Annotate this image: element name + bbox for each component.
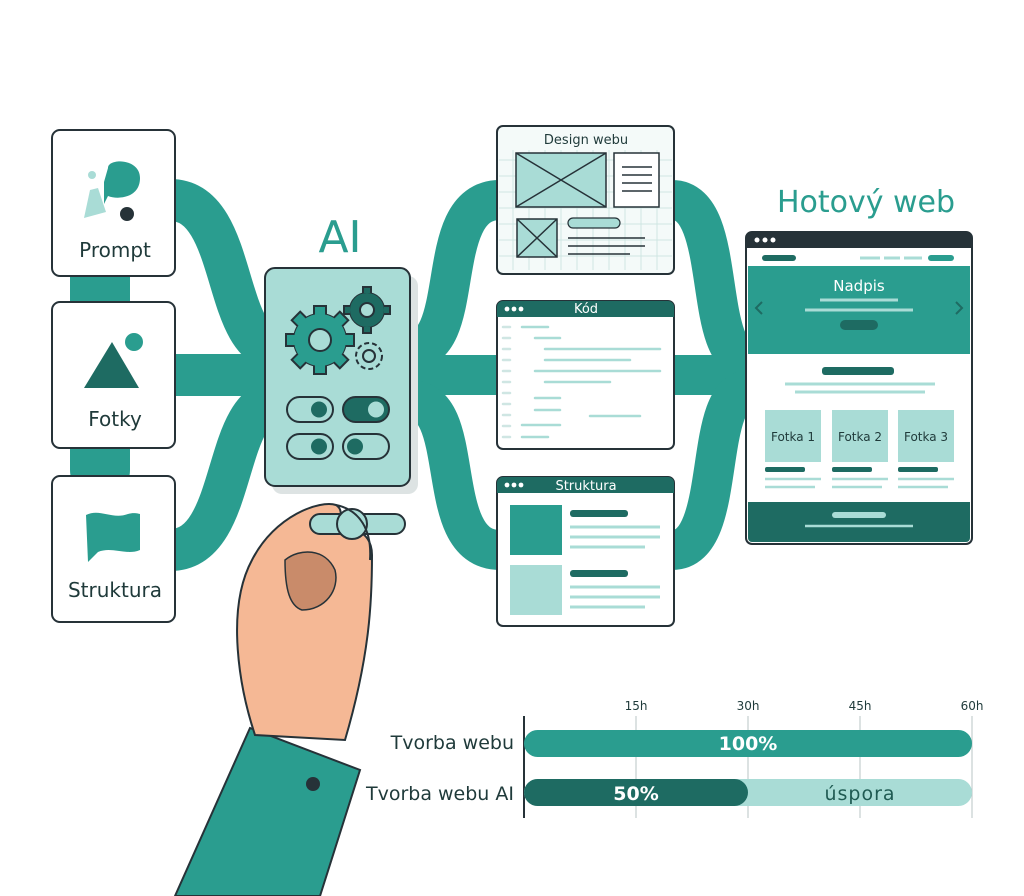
bar-row-1: Tvorba webu 100% <box>390 730 972 757</box>
flag-icon <box>86 512 140 562</box>
ribbon-prompt-to-ai <box>149 179 301 371</box>
output-window-design: Design webu <box>496 125 675 275</box>
result-title: Hotový web <box>777 185 955 220</box>
ai-device <box>264 267 418 494</box>
output-window-structure: Struktura <box>496 476 675 627</box>
photo-label-3: Fotka 3 <box>904 430 948 444</box>
ribbon-structure-to-web <box>652 370 770 570</box>
gears-icon <box>285 286 391 375</box>
bar-ai-value: 50% <box>613 783 658 805</box>
bar-ai <box>524 779 748 806</box>
code-lines <box>501 325 662 439</box>
bar-saving-label: úspora <box>824 783 895 805</box>
tick-label: 60h <box>961 699 984 713</box>
input-label-prompt: Prompt <box>79 238 151 262</box>
hero-heading: Nadpis <box>833 277 885 295</box>
input-card-prompt: Prompt <box>51 129 176 277</box>
carousel-next-icon[interactable] <box>955 301 964 315</box>
chat-bubble-icon <box>84 161 140 221</box>
photo-label-2: Fotka 2 <box>838 430 882 444</box>
output-window-code: Kód <box>496 300 675 450</box>
photo-card-1: Fotka 1 <box>765 410 821 489</box>
finished-website-window: Nadpis Fotka 1 Fotka 2 Fotka 3 <box>745 231 973 545</box>
bar-row-2: Tvorba webu AI 50% úspora <box>365 779 972 806</box>
tick-label: 15h <box>625 699 648 713</box>
input-label-photos: Fotky <box>88 407 142 431</box>
output-title-design: Design webu <box>544 133 628 148</box>
hand-illustration <box>173 503 406 896</box>
ribbon-design-to-web <box>652 180 770 380</box>
ribbon-ai-to-design <box>390 180 520 370</box>
input-label-structure: Struktura <box>68 578 162 602</box>
carousel-prev-icon[interactable] <box>754 301 763 315</box>
row-label-1: Tvorba webu <box>390 732 514 754</box>
ribbon-structure-to-ai <box>149 379 301 571</box>
toggle-1[interactable] <box>286 396 334 423</box>
mountain-icon <box>84 333 143 388</box>
input-card-structure: Struktura <box>51 475 176 623</box>
bar-full <box>524 730 972 757</box>
ai-label: AI <box>318 212 361 263</box>
photo-card-3: Fotka 3 <box>898 410 954 489</box>
bar-full-value: 100% <box>719 733 778 755</box>
row-label-2: Tvorba webu AI <box>365 783 514 805</box>
toggle-2[interactable] <box>342 396 390 423</box>
photo-label-1: Fotka 1 <box>771 430 815 444</box>
toggle-3[interactable] <box>286 433 334 460</box>
input-card-photos: Fotky <box>51 301 176 449</box>
toggle-4[interactable] <box>342 433 390 460</box>
output-title-structure: Struktura <box>555 479 616 494</box>
tick-label: 30h <box>737 699 760 713</box>
comparison-chart: 15h 30h 45h 60h Tvorba webu 100% Tvorba web… <box>365 699 983 818</box>
photo-card-2: Fotka 2 <box>832 410 888 489</box>
tick-label: 45h <box>849 699 872 713</box>
output-title-code: Kód <box>574 302 598 317</box>
ribbon-ai-to-structure <box>390 380 520 570</box>
